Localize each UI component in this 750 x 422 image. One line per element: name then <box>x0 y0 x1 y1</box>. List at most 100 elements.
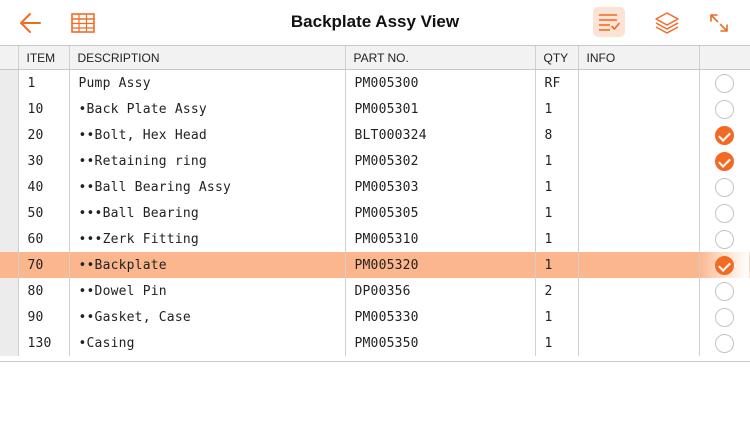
cell-part-no: PM005301 <box>345 96 536 122</box>
column-header-item[interactable]: ITEM <box>18 46 70 70</box>
cell-description: ••Gasket, Case <box>69 304 346 330</box>
column-header-info[interactable]: INFO <box>578 46 700 70</box>
cell-info <box>578 148 700 174</box>
cell-qty: 2 <box>535 278 579 304</box>
cell-check <box>699 96 750 122</box>
column-header-qty[interactable]: QTY <box>535 46 579 70</box>
unchecked-circle-icon[interactable] <box>715 229 735 249</box>
cell-item: 70 <box>18 252 70 278</box>
row-selector <box>0 304 19 330</box>
cell-description: •••Ball Bearing <box>69 200 346 226</box>
page-title: Backplate Assy View <box>290 12 460 31</box>
row-selector <box>0 252 19 278</box>
cell-qty: 1 <box>535 174 579 200</box>
cell-qty: 1 <box>535 304 579 330</box>
unchecked-circle-icon[interactable] <box>715 307 735 327</box>
row-selector <box>0 122 19 148</box>
expand-button[interactable] <box>704 8 734 38</box>
unchecked-circle-icon[interactable] <box>715 333 735 353</box>
cell-info <box>578 69 700 96</box>
cell-qty: 8 <box>535 122 579 148</box>
column-header-description[interactable]: DESCRIPTION <box>69 46 346 70</box>
cell-part-no: PM005300 <box>345 69 536 96</box>
unchecked-circle-icon[interactable] <box>715 99 735 119</box>
unchecked-circle-icon[interactable] <box>715 73 735 93</box>
row-selector <box>0 278 19 304</box>
cell-check <box>699 122 750 148</box>
cell-item: 60 <box>18 226 70 252</box>
column-header-part-no[interactable]: PART NO. <box>345 46 536 70</box>
cell-qty: 1 <box>535 200 579 226</box>
cell-info <box>578 304 700 330</box>
cell-item: 40 <box>18 174 70 200</box>
checked-circle-icon[interactable] <box>715 151 735 171</box>
grid-table-icon <box>71 13 95 33</box>
cell-qty: 1 <box>535 226 579 252</box>
cell-item: 80 <box>18 278 70 304</box>
cell-part-no: PM005305 <box>345 200 536 226</box>
cell-item: 130 <box>18 330 70 356</box>
cell-info <box>578 174 700 200</box>
cell-check <box>699 330 750 356</box>
layers-button[interactable] <box>652 8 682 38</box>
table-header-row: ITEM DESCRIPTION PART NO. QTY INFO <box>0 46 750 70</box>
cell-check <box>699 200 750 226</box>
cell-check <box>699 70 750 97</box>
layers-icon <box>655 12 679 34</box>
column-header-check <box>699 46 750 70</box>
cell-part-no: PM005320 <box>345 252 536 278</box>
cell-part-no: PM005310 <box>345 226 536 252</box>
unchecked-circle-icon[interactable] <box>715 281 735 301</box>
cell-info <box>578 252 700 278</box>
cell-description: Pump Assy <box>69 69 346 96</box>
row-selector <box>0 200 19 226</box>
cell-part-no: PM005350 <box>345 330 536 356</box>
cell-check <box>699 304 750 330</box>
cell-description: ••Retaining ring <box>69 148 346 174</box>
cell-item: 30 <box>18 148 70 174</box>
cell-description: ••Backplate <box>69 252 346 278</box>
cell-qty: RF <box>535 69 579 96</box>
checked-circle-icon[interactable] <box>715 255 735 275</box>
back-arrow-icon <box>20 13 41 33</box>
cell-description: ••Bolt, Hex Head <box>69 122 346 148</box>
cell-part-no: DP00356 <box>345 278 536 304</box>
back-button[interactable] <box>14 8 46 38</box>
checked-circle-icon[interactable] <box>715 125 735 145</box>
cell-check <box>699 226 750 252</box>
cell-part-no: PM005302 <box>345 148 536 174</box>
checklist-toggle-button[interactable] <box>593 7 625 37</box>
cell-info <box>578 122 700 148</box>
cell-description: •Back Plate Assy <box>69 96 346 122</box>
cell-part-no: PM005303 <box>345 174 536 200</box>
cell-info <box>578 226 700 252</box>
row-selector <box>0 174 19 200</box>
cell-info <box>578 96 700 122</box>
unchecked-circle-icon[interactable] <box>715 177 735 197</box>
cell-check <box>699 148 750 174</box>
row-selector <box>0 226 19 252</box>
cell-item: 20 <box>18 122 70 148</box>
cell-qty: 1 <box>535 330 579 356</box>
table-view-button[interactable] <box>68 8 98 38</box>
cell-description: •••Zerk Fitting <box>69 226 346 252</box>
row-selector <box>0 330 19 356</box>
row-selector <box>0 148 19 174</box>
unchecked-circle-icon[interactable] <box>715 203 735 223</box>
cell-description: •Casing <box>69 330 346 356</box>
row-selector <box>0 96 19 122</box>
cell-info <box>578 278 700 304</box>
